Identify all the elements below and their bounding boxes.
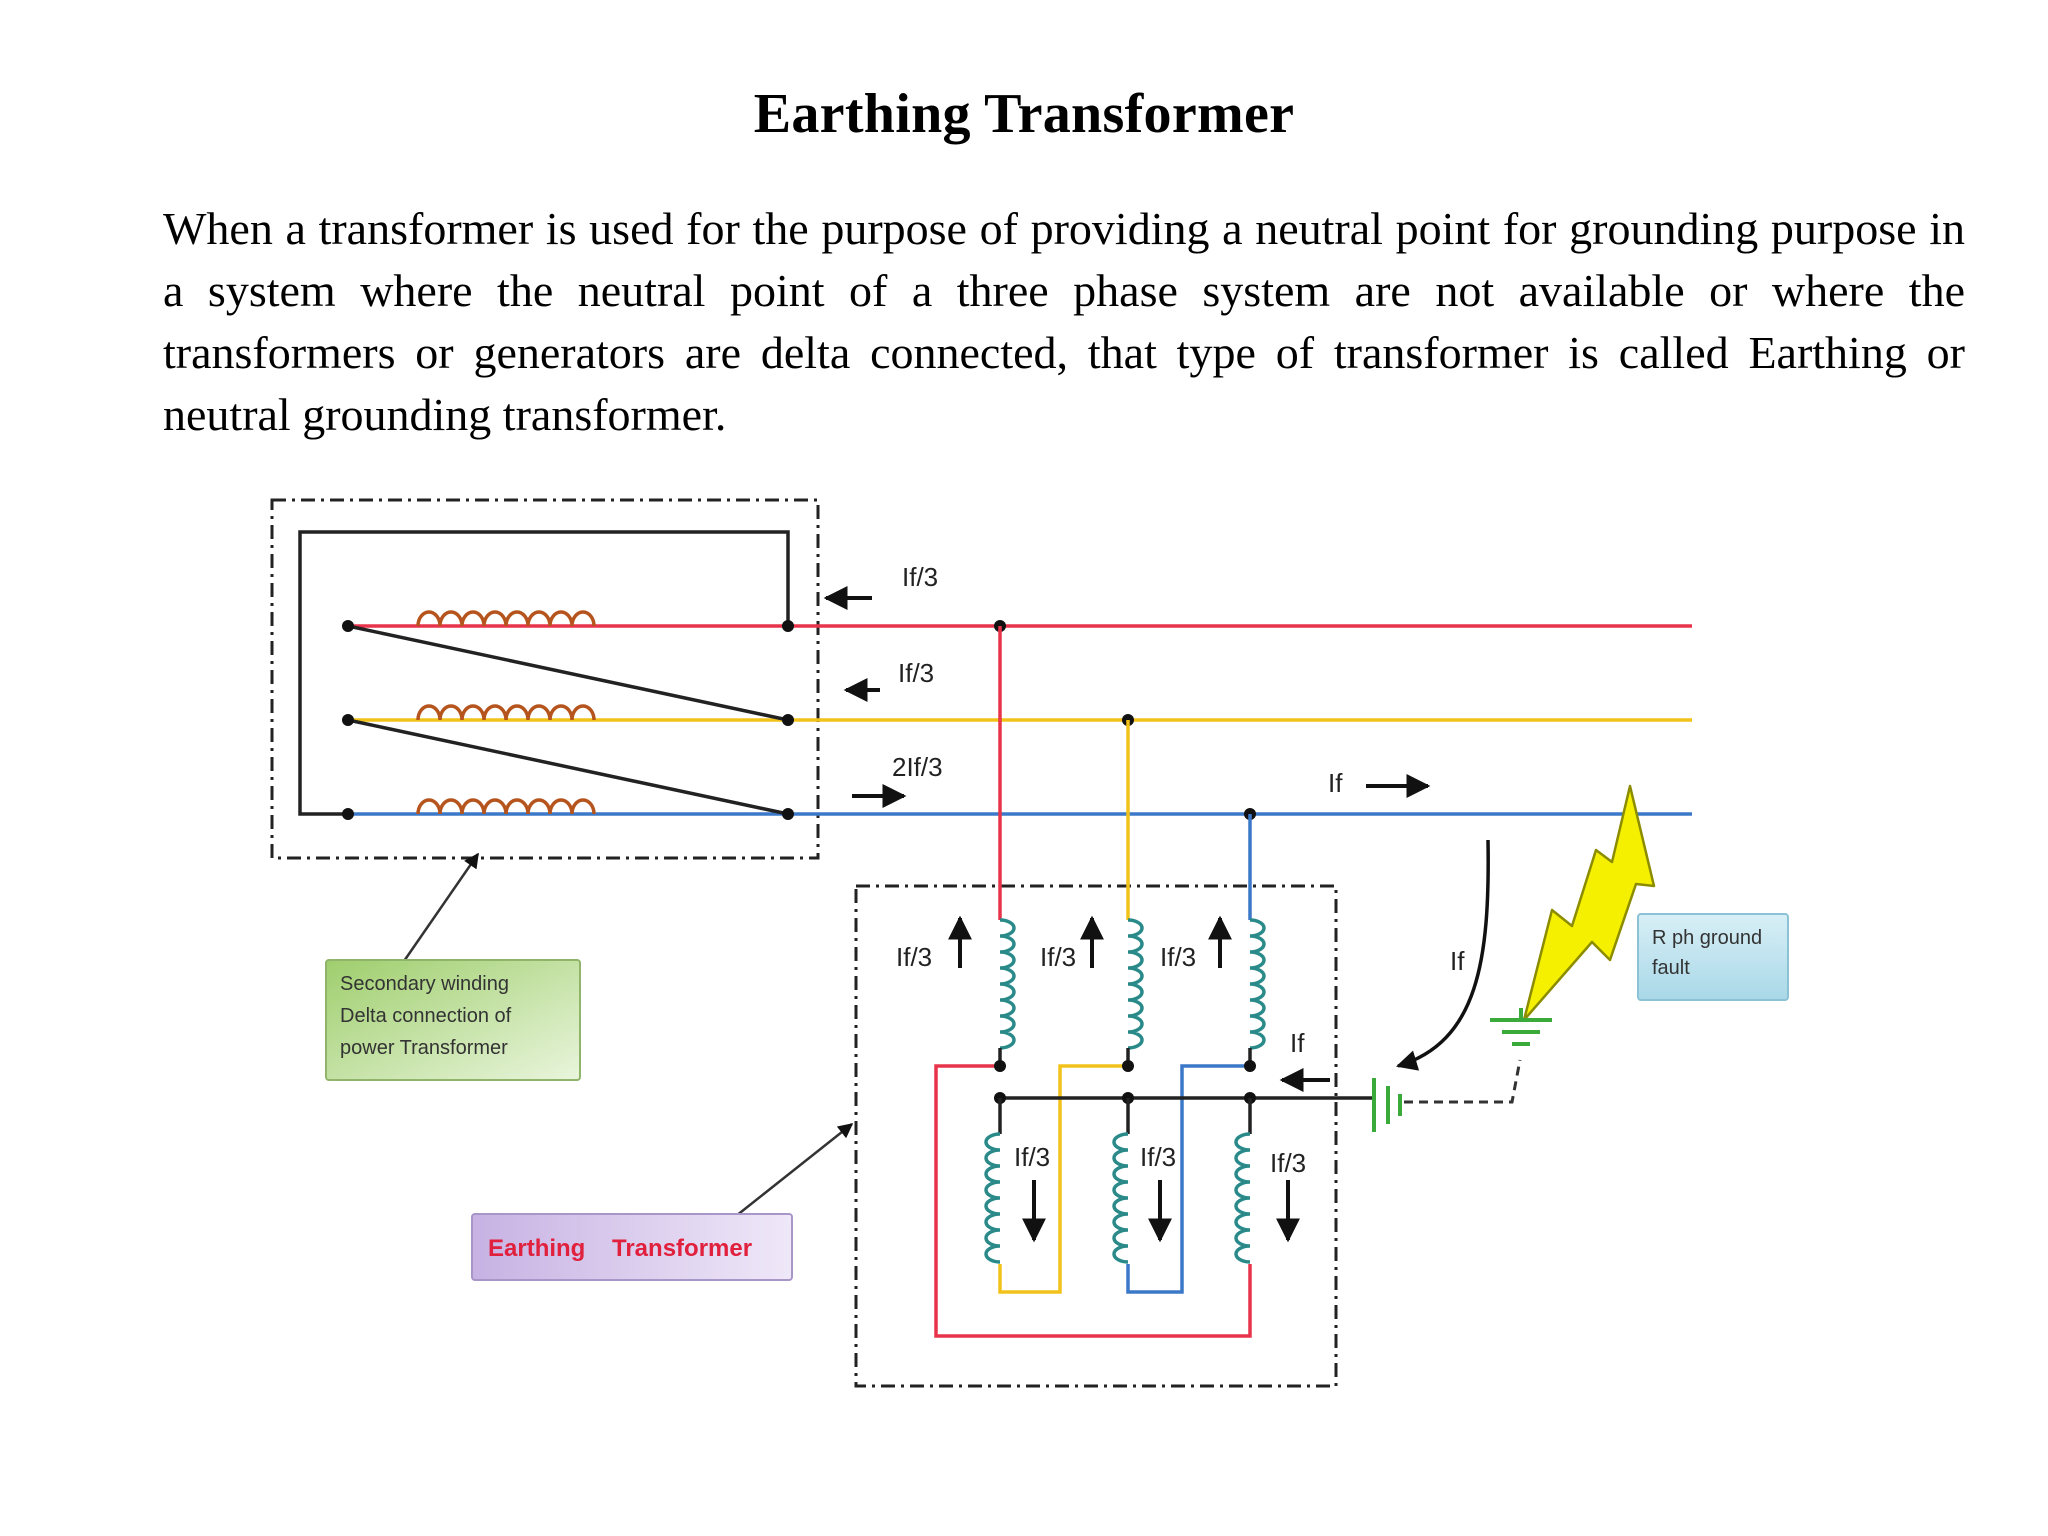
- callout-pointer-earthing: [735, 1123, 854, 1217]
- coil-icon: [416, 798, 596, 815]
- et-up-label-blue: If/3: [1160, 942, 1196, 972]
- coil-icon: [1127, 918, 1144, 1050]
- secondary-callout-line-3: power Transformer: [340, 1037, 508, 1059]
- return-current-arrow: [1395, 839, 1490, 1071]
- et-up-label-yellow: If/3: [1040, 942, 1076, 972]
- et-down-label-1: If/3: [1014, 1142, 1050, 1172]
- coil-icon: [1234, 1132, 1251, 1264]
- neutral-current-label: If: [1290, 1028, 1305, 1058]
- secondary-callout-line-1: Secondary winding: [340, 973, 509, 995]
- earthing-transformer-callout: [471, 1213, 793, 1281]
- secondary-callout-line-2: Delta connection of: [340, 1005, 512, 1027]
- yellow-zigzag-wire: [998, 1064, 1128, 1294]
- page-title: Earthing Transformer: [753, 83, 1295, 145]
- ground-return-dashed: [1404, 1059, 1522, 1104]
- callout-pointer-secondary: [400, 852, 480, 965]
- delta-winding-box: [270, 498, 820, 860]
- fault-callout-line-2: fault: [1652, 957, 1690, 979]
- coil-icon: [984, 1132, 1001, 1264]
- fault-callout-line-1: R ph ground: [1652, 927, 1762, 949]
- et-up-label-red: If/3: [896, 942, 932, 972]
- current-label-yellow: If/3: [898, 658, 934, 688]
- delta-diagonal-2: [347, 718, 789, 816]
- fault-callout: [1637, 913, 1789, 1001]
- red-zigzag-wire: [934, 1064, 1252, 1338]
- coil-icon: [1112, 1132, 1129, 1264]
- earthing-callout-text: Earthing Transformer: [488, 1235, 752, 1262]
- current-label-fault-line: If: [1328, 768, 1343, 798]
- capacitor-icon: [1372, 1078, 1402, 1132]
- earthing-transformer-box: [854, 884, 1338, 1388]
- et-down-label-3: If/3: [1270, 1148, 1306, 1178]
- et-down-label-2: If/3: [1140, 1142, 1176, 1172]
- description-paragraph: When a transformer is used for the purpo…: [163, 203, 1965, 440]
- delta-diagonal-1: [347, 624, 789, 722]
- lightning-icon: [1522, 784, 1656, 1022]
- coil-icon: [416, 704, 596, 721]
- delta-loop-wire: [298, 530, 790, 816]
- secondary-winding-callout: [325, 959, 581, 1081]
- current-label-red: If/3: [902, 562, 938, 592]
- ground-icon: [1490, 1008, 1552, 1046]
- coil-icon: [1249, 918, 1266, 1050]
- ground-return-label: If: [1450, 946, 1465, 976]
- coil-icon: [416, 610, 596, 627]
- blue-zigzag-wire: [1126, 1064, 1250, 1294]
- coil-icon: [999, 918, 1016, 1050]
- current-label-blue: 2If/3: [892, 752, 943, 782]
